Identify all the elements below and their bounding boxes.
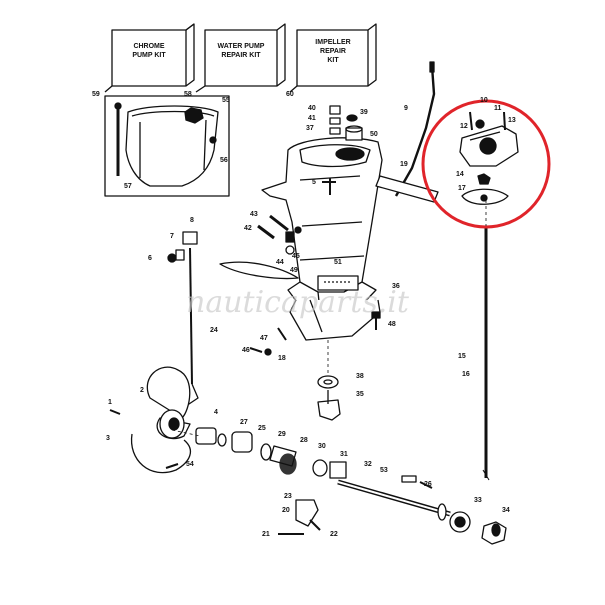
chrome-pump-inset: [104, 95, 230, 197]
part-number-label: 30: [318, 443, 326, 450]
part-number-label: 41: [308, 115, 316, 122]
part-number-label: 20: [282, 507, 290, 514]
part-number-label: 5: [312, 179, 316, 186]
part-number-label: 58: [184, 91, 192, 98]
water-pump-assembly: [459, 111, 519, 205]
part-number-label: 10: [480, 97, 488, 104]
part-number-label: 18: [278, 355, 286, 362]
part-number-label: 8: [190, 217, 194, 224]
part-number-label: 60: [286, 91, 294, 98]
part-number-label: 35: [356, 391, 364, 398]
part-number-label: 13: [508, 117, 516, 124]
kit-box-label: REPAIR KIT: [221, 52, 261, 59]
part-number-label: 38: [356, 373, 364, 380]
part-number-label: 32: [364, 461, 372, 468]
part-number-label: 9: [404, 105, 408, 112]
kit-box-label: IMPELLER: [315, 39, 350, 46]
part-number-label: 48: [388, 321, 396, 328]
part-number-label: 1: [108, 399, 112, 406]
part-number-label: 22: [330, 531, 338, 538]
part-number-label: 49: [290, 267, 298, 274]
part-number-label: 2: [140, 387, 144, 394]
part-number-label: 15: [458, 353, 466, 360]
kit-box-impeller-repair: [296, 23, 377, 87]
part-number-label: 11: [494, 105, 502, 112]
part-number-label: 16: [462, 371, 470, 378]
part-number-label: 45: [292, 253, 300, 260]
part-number-label: 59: [92, 91, 100, 98]
propeller: [109, 366, 192, 474]
part-number-label: 37: [306, 125, 314, 132]
part-number-label: 57: [124, 183, 132, 190]
part-number-label: 27: [240, 419, 248, 426]
part-number-label: 25: [258, 425, 266, 432]
part-number-label: 29: [278, 431, 286, 438]
kit-box-label: CHROME: [133, 43, 164, 50]
part-number-label: 43: [250, 211, 258, 218]
part-number-label: 36: [392, 283, 400, 290]
part-number-label: 14: [456, 171, 464, 178]
part-number-label: 55: [222, 97, 230, 104]
part-number-label: 40: [308, 105, 316, 112]
part-number-label: 23: [284, 493, 292, 500]
part-number-label: 17: [458, 185, 466, 192]
part-number-label: 26: [424, 481, 432, 488]
part-number-label: 46: [242, 347, 250, 354]
part-number-label: 42: [244, 225, 252, 232]
kit-box-label: KIT: [327, 57, 339, 64]
part-number-label: 21: [262, 531, 270, 538]
kit-box-label: REPAIR: [320, 48, 346, 55]
part-number-label: 39: [360, 109, 368, 116]
part-number-label: 56: [220, 157, 228, 164]
part-number-label: 53: [380, 467, 388, 474]
part-number-label: 24: [210, 327, 218, 334]
part-number-label: 51: [334, 259, 342, 266]
part-number-label: 4: [214, 409, 218, 416]
part-number-label: 6: [148, 255, 152, 262]
prop-shaft-parts: [195, 427, 507, 545]
part-number-label: 50: [370, 131, 378, 138]
part-number-label: 28: [300, 437, 308, 444]
part-number-label: 12: [460, 123, 468, 130]
lower-gearcase: [289, 275, 381, 341]
part-number-label: 7: [170, 233, 174, 240]
part-number-label: 34: [502, 507, 510, 514]
highlight-circle: [421, 99, 551, 229]
part-number-label: 31: [340, 451, 348, 458]
part-number-label: 44: [276, 259, 284, 266]
kit-box-label: WATER PUMP: [218, 43, 265, 50]
watermark: nauticaparts.it: [186, 285, 410, 320]
part-number-label: 19: [400, 161, 408, 168]
part-number-label: 54: [186, 461, 194, 468]
part-number-label: 47: [260, 335, 268, 342]
part-number-label: 33: [474, 497, 482, 504]
kit-box-label: PUMP KIT: [132, 52, 166, 59]
part-number-label: 3: [106, 435, 110, 442]
